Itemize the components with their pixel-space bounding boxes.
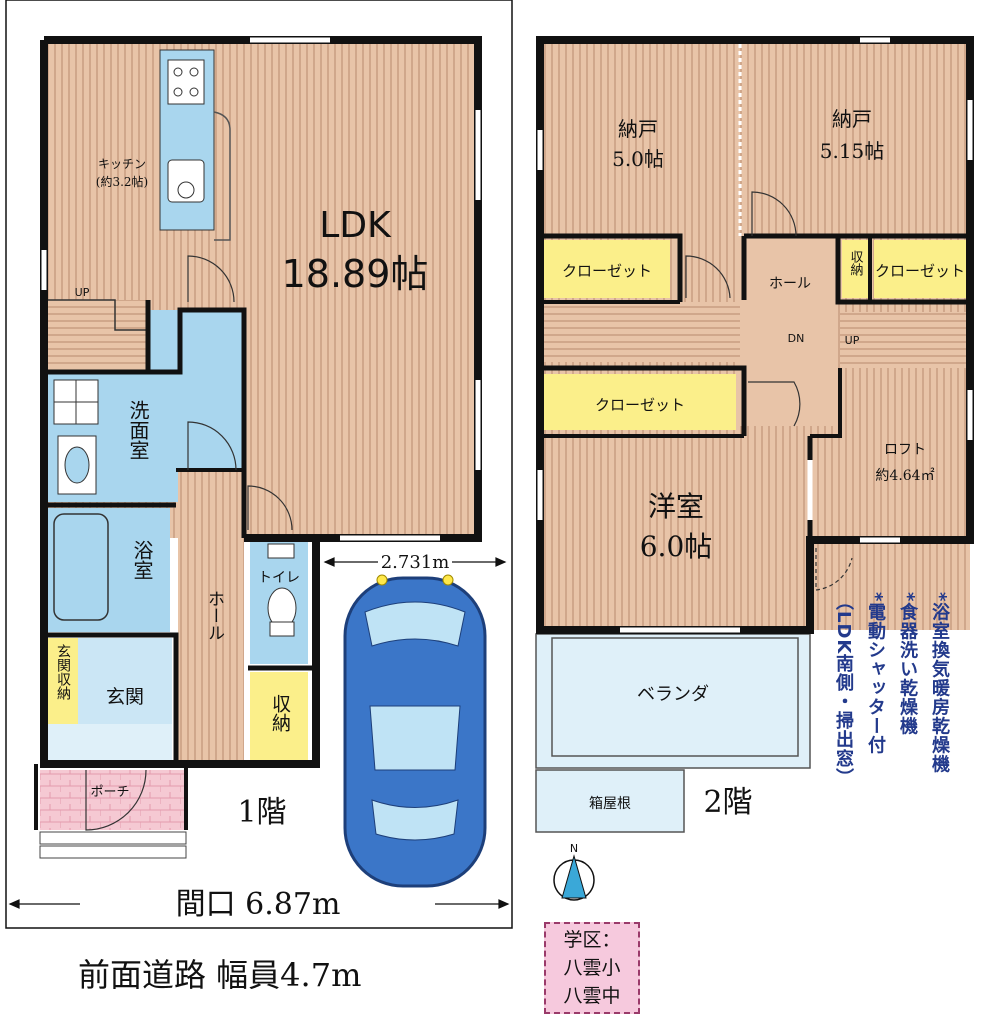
school-district-title: 学区： bbox=[563, 929, 621, 951]
closet-2-label: クローゼット bbox=[875, 262, 965, 280]
floor-2-label: 2階 bbox=[703, 785, 752, 820]
frontage-label: 間口 6.87m bbox=[176, 887, 341, 922]
stove-icon bbox=[167, 59, 205, 105]
entrance-label: 玄関 bbox=[106, 686, 144, 708]
feature-1: *浴室換気暖房乾燥機 bbox=[929, 592, 950, 774]
windows-1f bbox=[41, 37, 481, 541]
entrance-storage-floor bbox=[48, 638, 78, 724]
closet-2-floor bbox=[874, 240, 966, 298]
junior-high-school: 八雲中 bbox=[563, 985, 621, 1007]
closet-room-2-name: 納戸 bbox=[832, 107, 872, 131]
closet-1-label: クローゼット bbox=[562, 262, 652, 280]
stairs-up-label: UP bbox=[845, 334, 860, 347]
kitchen-sink-icon bbox=[167, 159, 205, 203]
kitchen-size: (約3.2帖) bbox=[96, 174, 148, 189]
storage-1f-label: 収納 bbox=[269, 694, 291, 732]
walls-2f bbox=[536, 36, 974, 634]
car-icon bbox=[343, 574, 487, 888]
feature-2: *食器洗い乾燥機 bbox=[897, 592, 918, 736]
closet-3-label: クローゼット bbox=[595, 396, 685, 414]
stairs-1f bbox=[48, 300, 148, 372]
ldk-size: 18.89帖 bbox=[282, 252, 429, 296]
hall-1f-label: ホール bbox=[204, 590, 224, 641]
veranda-label: ベランダ bbox=[637, 684, 709, 705]
hall-2f-floor bbox=[740, 236, 836, 426]
features-list: *浴室換気暖房乾燥機 *食器洗い乾燥機 *電動シャッター付 （LDK南側・掃出窓… bbox=[822, 592, 952, 832]
school-district-box: 学区： 八雲小 八雲中 bbox=[544, 922, 640, 1014]
bathtub-icon bbox=[53, 513, 109, 621]
doors-1f bbox=[187, 255, 293, 531]
western-room-name: 洋室 bbox=[648, 490, 704, 523]
stairs-1f-up-label: UP bbox=[75, 286, 90, 299]
ldk-name: LDK bbox=[319, 205, 392, 246]
elementary-school: 八雲小 bbox=[563, 957, 621, 979]
western-room-size: 6.0帖 bbox=[640, 530, 713, 563]
loft-name: ロフト bbox=[884, 442, 926, 458]
box-roof-label: 箱屋根 bbox=[589, 796, 631, 812]
parking-width-label: 2.731m bbox=[381, 552, 450, 573]
loft-size: 約4.64㎡ bbox=[875, 468, 934, 484]
feature-3: *電動シャッター付 bbox=[865, 592, 886, 755]
storage-2f-label: 収納 bbox=[848, 250, 864, 277]
feature-4: （LDK南側・掃出窓） bbox=[833, 592, 854, 788]
porch-label: ポーチ bbox=[90, 785, 129, 800]
toilet-label: トイレ bbox=[258, 570, 300, 586]
windows-2f bbox=[537, 37, 973, 633]
floor-1-label: 1階 bbox=[237, 795, 286, 830]
entrance-storage-label: 玄関収納 bbox=[55, 643, 71, 701]
compass-label: N bbox=[570, 842, 578, 855]
stairs-2f-up bbox=[840, 312, 970, 368]
stairs-2f bbox=[540, 302, 740, 362]
entrance-step bbox=[48, 724, 172, 762]
closet-3-floor bbox=[544, 374, 736, 430]
closet-room-1-size: 5.0帖 bbox=[612, 147, 664, 171]
hall-1f-floor bbox=[178, 472, 244, 764]
storage-2f-floor bbox=[842, 240, 868, 298]
porch-floor bbox=[40, 770, 186, 830]
closet-room-1-name: 納戸 bbox=[618, 117, 658, 141]
box-roof bbox=[535, 769, 685, 833]
stairs-down-label: DN bbox=[788, 332, 805, 345]
doors-2f bbox=[685, 191, 853, 591]
storage-1f-floor bbox=[250, 672, 308, 764]
hall-2f-label: ホール bbox=[769, 276, 811, 292]
compass-icon: N bbox=[553, 842, 595, 901]
bath-label: 浴室 bbox=[130, 540, 154, 580]
closet-room-2-size: 5.15帖 bbox=[820, 139, 885, 163]
kitchen-name: キッチン bbox=[98, 157, 146, 171]
veranda-floor bbox=[535, 633, 811, 769]
lot-boundary bbox=[5, 0, 513, 929]
washroom-label: 洗面室 bbox=[126, 400, 150, 460]
closet-1-floor bbox=[544, 240, 670, 298]
dimension-lines bbox=[8, 557, 510, 909]
road-label: 前面道路 幅員4.7m bbox=[78, 956, 362, 994]
